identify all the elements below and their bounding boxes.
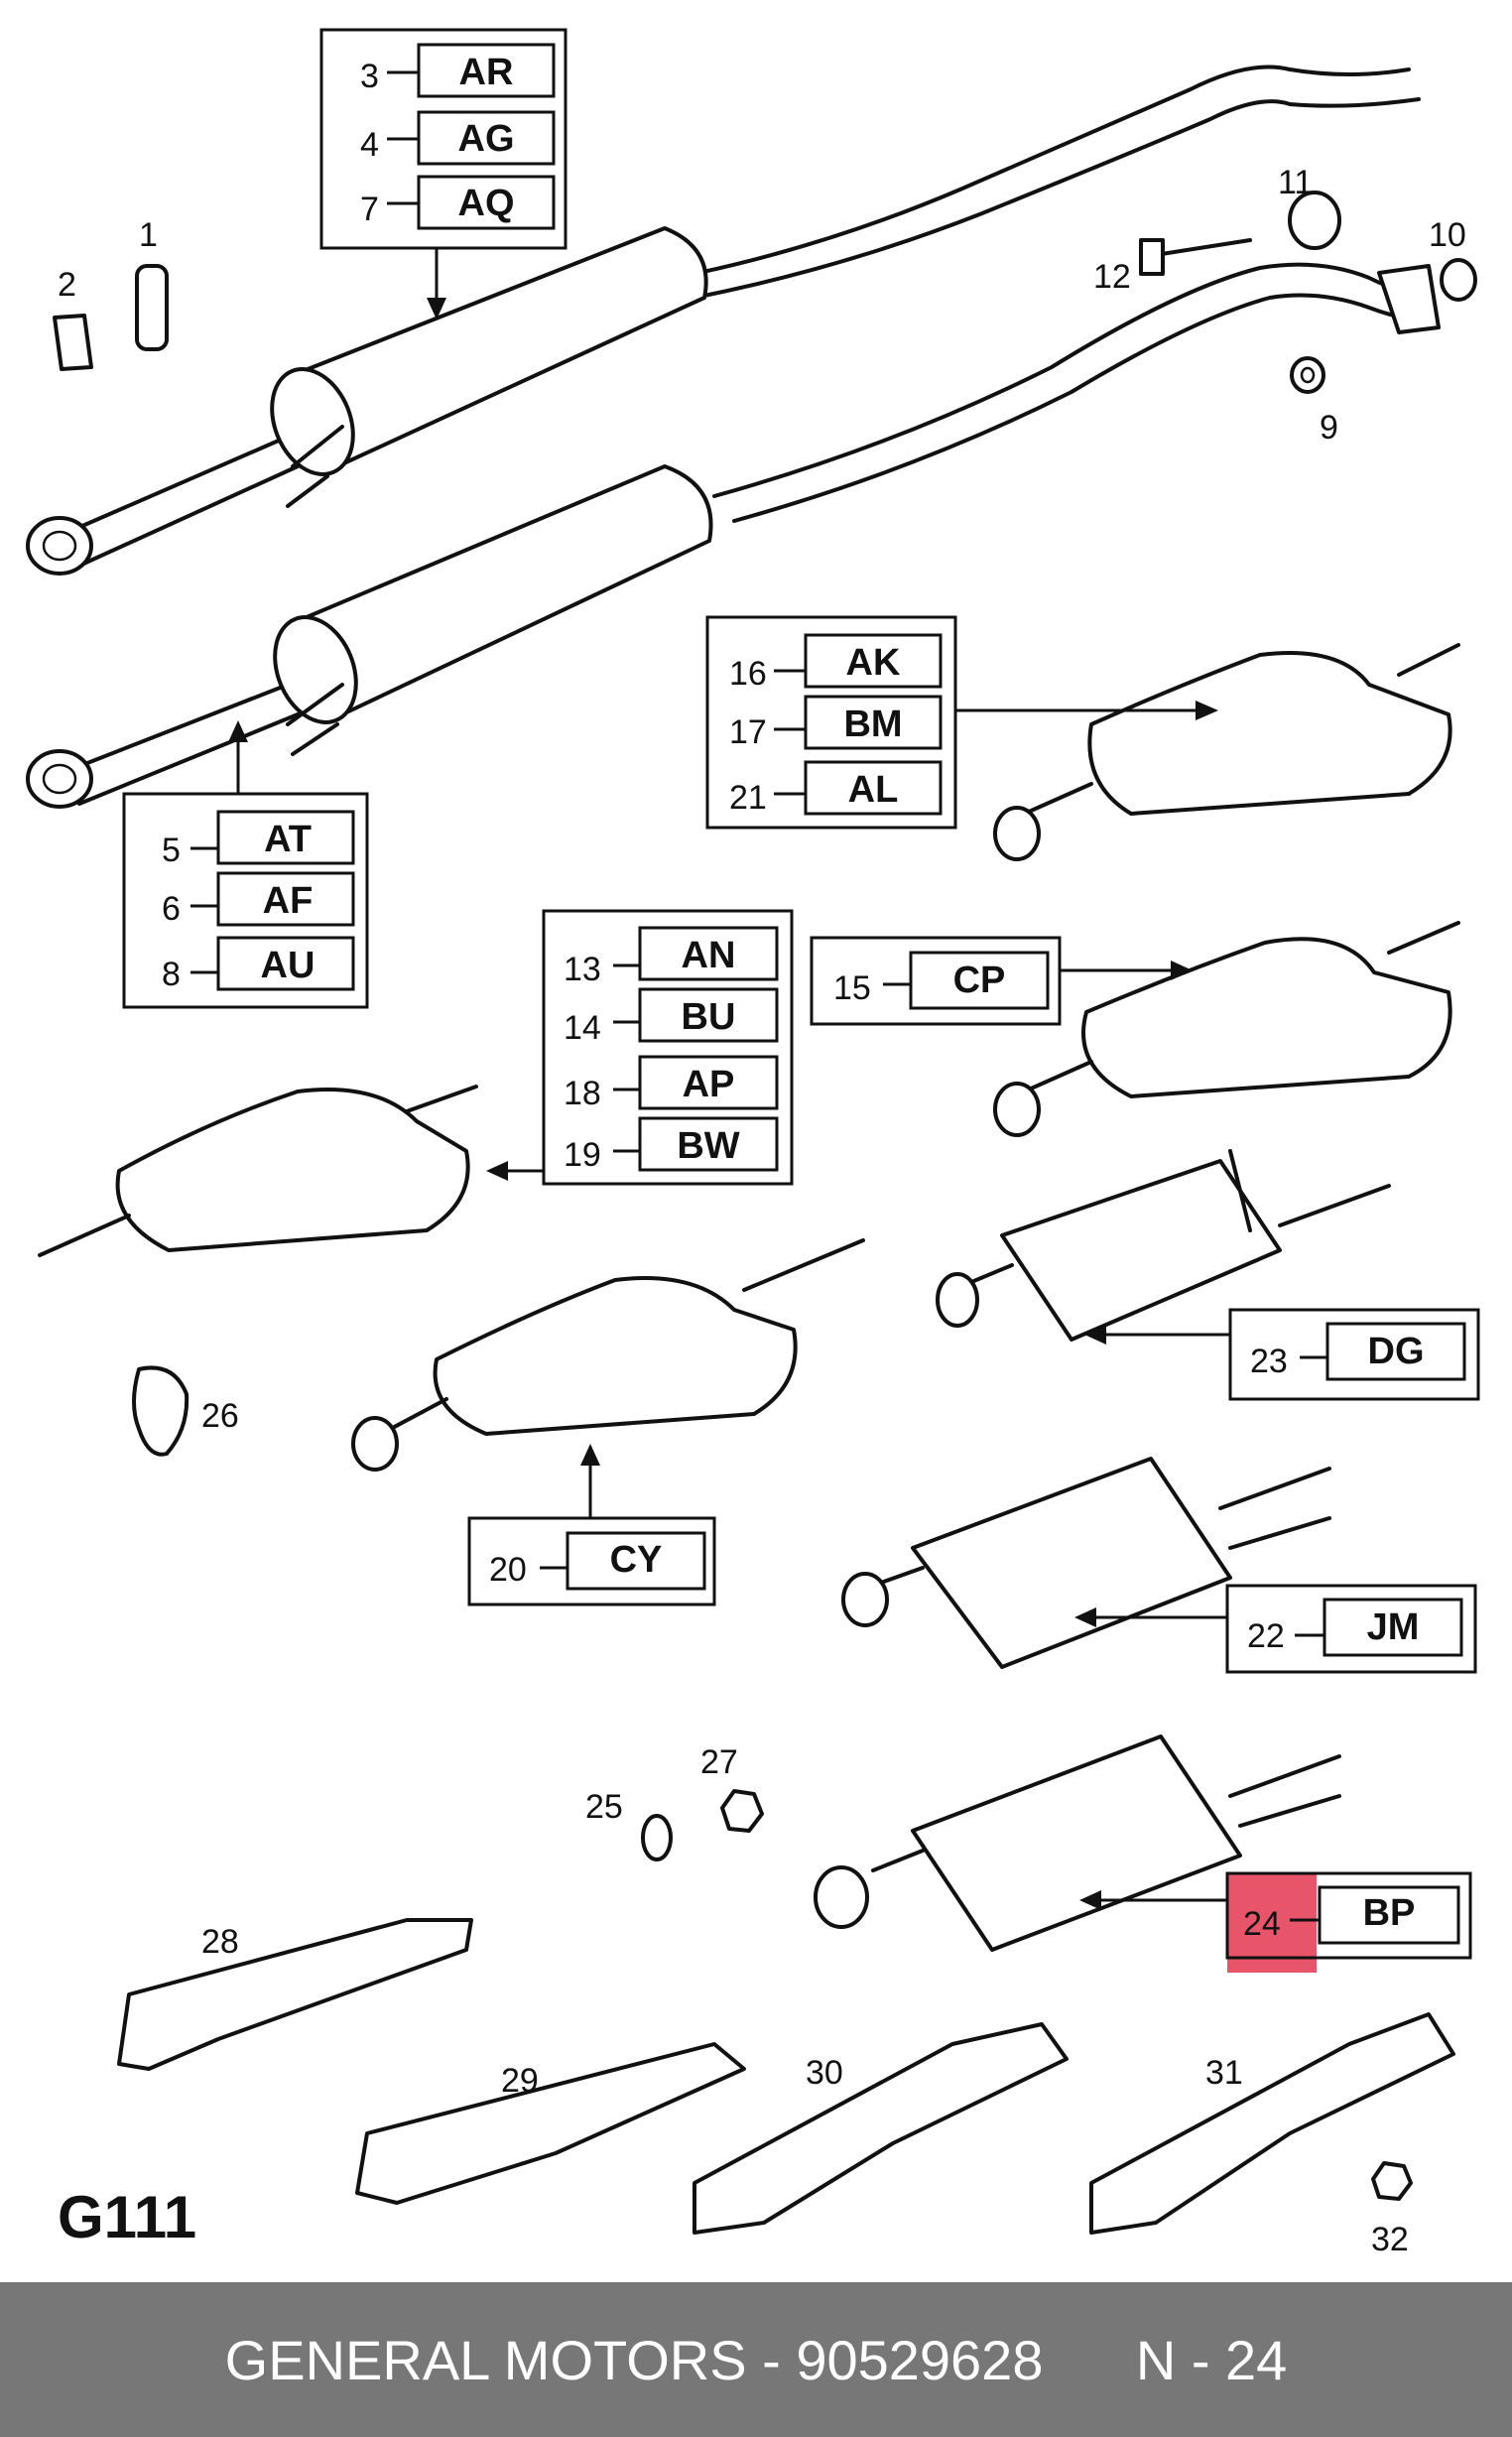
part-label-12: 12: [1093, 258, 1131, 296]
callout-code: BP: [1363, 1892, 1416, 1934]
callout-num: 19: [564, 1136, 601, 1174]
callout-num: 24: [1243, 1905, 1281, 1943]
part-label-26: 26: [201, 1397, 239, 1435]
part-label-1: 1: [139, 216, 158, 254]
footer-gap: [1043, 2328, 1135, 2392]
callout-code: BU: [682, 996, 736, 1038]
part-label-29: 29: [501, 2062, 539, 2100]
rear-silencer-bp: [814, 1734, 1341, 1952]
nut-32: [1371, 2161, 1413, 2201]
washer-9: [1290, 356, 1325, 394]
callout-num: 23: [1250, 1343, 1288, 1380]
callout-code: DG: [1368, 1331, 1425, 1372]
clamp-26: [132, 1365, 189, 1457]
callout-num: 15: [833, 969, 871, 1007]
part-label-10: 10: [1429, 216, 1466, 254]
part-label-25: 25: [585, 1788, 623, 1826]
callout-cy: 20 CY: [467, 1444, 716, 1606]
heat-shields: [117, 1918, 1455, 2235]
part-label-27: 27: [700, 1743, 738, 1781]
callout-num: 3: [360, 58, 379, 95]
callout-num: 7: [360, 191, 379, 228]
callout-group-at-af-au: 5 6 8 AT AF AU: [122, 720, 369, 1009]
footer-part-number: 90529628: [796, 2328, 1044, 2391]
rear-silencer-cp: [993, 921, 1460, 1137]
callout-num: 18: [564, 1075, 601, 1112]
part-label-31: 31: [1205, 2054, 1243, 2092]
callout-num: 22: [1247, 1617, 1285, 1655]
rear-silencer-an: [38, 1085, 478, 1257]
callout-num: 16: [729, 655, 767, 693]
callout-cp: 15 CP: [810, 936, 1193, 1026]
callout-dg: 23 DG: [1084, 1308, 1480, 1401]
rear-silencer-dg: [936, 1149, 1391, 1342]
hardware-parts: [53, 191, 1477, 2201]
callout-num: 4: [360, 126, 379, 164]
callout-code: AQ: [458, 183, 515, 224]
part-label-30: 30: [806, 2054, 843, 2092]
callout-code: AG: [458, 118, 515, 160]
callout-jm: 22 JM: [1074, 1584, 1477, 1674]
washer-25: [641, 1814, 673, 1861]
part-label-28: 28: [201, 1923, 239, 1961]
callout-code: CY: [610, 1539, 663, 1581]
footer-page: N - 24: [1135, 2328, 1288, 2391]
callout-num: 13: [564, 951, 601, 988]
callout-bp: 24 BP: [1079, 1871, 1472, 1973]
rubber-mount-11: [1288, 191, 1341, 250]
rear-silencer-cy: [351, 1238, 865, 1472]
bracket-2: [53, 314, 93, 371]
lower-pipe-assembly: [26, 262, 1441, 809]
callout-code: AU: [261, 945, 315, 986]
callout-num: 21: [729, 779, 767, 817]
callout-code: BM: [843, 704, 902, 745]
callout-code: AL: [848, 769, 899, 811]
footer-brand: GENERAL MOTORS: [224, 2328, 747, 2391]
ring-10: [1440, 258, 1477, 302]
part-label-11: 11: [1278, 164, 1313, 201]
bolt-head-12: [1139, 238, 1165, 276]
bolt-12: [1147, 238, 1252, 258]
callout-num: 6: [162, 890, 181, 928]
exhaust-parts-diagram: 3 4 7 AR AG AQ 5 6 8 AT AF AU 16 17: [26, 28, 1480, 2258]
callout-code: AR: [459, 52, 514, 93]
part-label-2: 2: [58, 266, 76, 304]
heat-shield-28: [117, 1918, 473, 2071]
part-label-9: 9: [1320, 409, 1338, 447]
part-label-32: 32: [1371, 2221, 1409, 2258]
part-number-labels: 1 2 9 10 11 12 25 26 27 28 29 30 31 32: [58, 164, 1466, 2258]
callout-code: AK: [846, 642, 901, 684]
upper-pipe-assembly: [26, 64, 1421, 576]
callout-num: 20: [489, 1551, 527, 1589]
heat-shield-29: [355, 2042, 746, 2205]
footer-separator: -: [746, 2328, 797, 2391]
callout-code: AN: [682, 935, 736, 976]
callout-code: AT: [264, 819, 312, 860]
callout-code: JM: [1367, 1606, 1420, 1648]
callout-code: BW: [677, 1125, 739, 1167]
footer-bar: GENERAL MOTORS - 90529628 N - 24: [0, 2282, 1512, 2437]
diagram-code: G111: [58, 2184, 196, 2250]
callout-num: 17: [729, 713, 767, 751]
callout-code: CP: [953, 960, 1006, 1001]
highlight-part-24: [1227, 1873, 1317, 1973]
callout-code: AF: [263, 880, 314, 922]
callout-group-ar-ag-aq: 3 4 7 AR AG AQ: [319, 28, 567, 320]
rear-silencer-jm: [841, 1457, 1331, 1669]
callout-num: 5: [162, 832, 181, 869]
rear-silencer-ak: [993, 643, 1460, 861]
callout-code: AP: [683, 1064, 735, 1105]
callout-num: 8: [162, 956, 181, 993]
callout-group-an-bu-ap-bw: 13 14 18 19 AN BU AP BW: [486, 909, 794, 1186]
callout-group-ak-bm-al: 16 17 21 AK BM AL: [705, 615, 1218, 830]
heat-shield-30: [693, 2022, 1069, 2235]
callout-num: 14: [564, 1009, 601, 1047]
hanger-rubber-1: [135, 264, 169, 351]
nut-27: [720, 1789, 764, 1833]
heat-shield-31: [1089, 2012, 1455, 2235]
